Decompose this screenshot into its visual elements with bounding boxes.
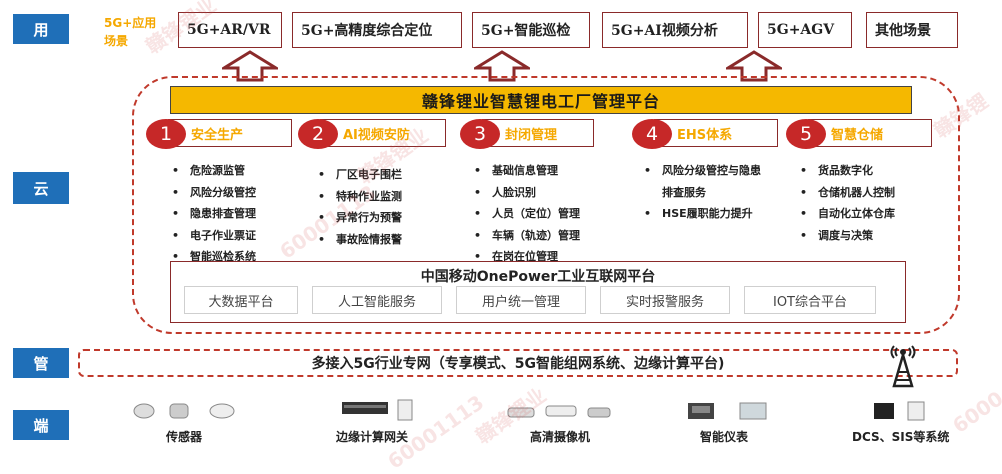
category-number-3: 3 [460,119,500,149]
feature-list-closed-management: 基础信息管理 人脸识别 人员（定位）管理 车辆（轨迹）管理 在岗在位管理 [474,162,580,270]
category-box-ehs: EHS体系 [654,119,778,147]
up-arrow-icon [222,50,278,82]
feature-list-ai-security: 厂区电子围栏 特种作业监测 异常行为预警 事故险情报警 [318,166,402,252]
list-item: 调度与决策 [800,227,895,249]
category-number-1: 1 [146,119,186,149]
feature-list-safety: 危险源监管 风险分级管控 隐患排查管理 电子作业票证 智能巡检系统 [172,162,256,270]
list-item: 人脸识别 [474,184,580,206]
list-item: 电子作业票证 [172,227,256,249]
list-item: 厂区电子围栏 [318,166,402,188]
network-bar: 多接入5G行业专网（专享模式、5G智能组网系统、边缘计算平台) [78,349,958,377]
list-item: 特种作业监测 [318,188,402,210]
app-note-line-1: 5G+应用 [104,16,157,30]
cloud-layer-outline [132,76,960,334]
category-number-5: 5 [786,119,826,149]
service-big-data: 大数据平台 [184,286,298,314]
layer-label-cloud: 云 [13,172,69,204]
list-item: 风险分级管控与隐患 [644,162,761,184]
list-item: HSE履职能力提升 [644,205,761,227]
service-user-management: 用户统一管理 [456,286,586,314]
list-item: 隐患排查管理 [172,205,256,227]
app-scenario-note: 5G+应用 场景 [104,14,156,50]
feature-list-warehouse: 货品数字化 仓储机器人控制 自动化立体仓库 调度与决策 [800,162,895,248]
list-item: 事故险情报警 [318,231,402,253]
dcs-system-icon [874,401,925,421]
list-item: 智能巡检系统 [172,248,256,270]
layer-label-application: 用 [13,14,69,44]
layer-label-terminal: 端 [13,410,69,440]
watermark: 6000 [948,386,1002,438]
category-box-ai-security: AI视频安防 [320,119,446,147]
app-box-ai-video: 5G+AI视频分析 [602,12,748,48]
list-item: 危险源监管 [172,162,256,184]
app-note-line-2: 场景 [104,34,129,48]
app-box-inspection: 5G+智能巡检 [472,12,590,48]
list-item: 货品数字化 [800,162,895,184]
device-label-sensor: 传感器 [166,430,203,444]
category-box-warehouse: 智慧仓储 [808,119,932,147]
category-box-closed-management: 封闭管理 [482,119,594,147]
category-number-4: 4 [632,119,672,149]
device-label-meter: 智能仪表 [700,430,749,444]
signal-tower-icon [890,345,916,388]
list-item: 基础信息管理 [474,162,580,184]
device-label-gateway: 边缘计算网关 [336,430,409,444]
list-item: 自动化立体仓库 [800,205,895,227]
sensor-icon [133,403,235,419]
service-iot: IOT综合平台 [744,286,876,314]
list-item: 异常行为预警 [318,209,402,231]
list-item: 在岗在位管理 [474,248,580,270]
list-item: 车辆（轨迹）管理 [474,227,580,249]
onepower-title: 中国移动OnePower工业互联网平台 [420,269,656,285]
layer-label-pipe: 管 [13,348,69,378]
meter-icon [688,402,767,420]
app-box-agv: 5G+AGV [758,12,852,48]
app-box-positioning: 5G+高精度综合定位 [292,12,462,48]
list-item: 排查服务 [662,185,706,199]
platform-title-bar: 赣锋锂业智慧锂电工厂管理平台 [170,86,912,114]
up-arrow-icon [726,50,782,82]
category-box-safety: 安全生产 [168,119,292,147]
category-number-2: 2 [298,119,338,149]
service-ai: 人工智能服务 [312,286,442,314]
list-item: 人员（定位）管理 [474,205,580,227]
list-item: 仓储机器人控制 [800,184,895,206]
service-realtime-alarm: 实时报警服务 [600,286,730,314]
feature-list-ehs: 风险分级管控与隐患 排查服务 HSE履职能力提升 [644,162,761,227]
device-label-camera: 高清摄像机 [530,430,591,444]
up-arrow-icon [474,50,530,82]
app-box-other: 其他场景 [866,12,958,48]
edge-gateway-icon [342,399,413,421]
device-label-dcs: DCS、SIS等系统 [852,430,950,444]
list-item: 风险分级管控 [172,184,256,206]
app-box-ar-vr: 5G+AR/VR [178,12,282,48]
camera-icon [507,405,611,418]
